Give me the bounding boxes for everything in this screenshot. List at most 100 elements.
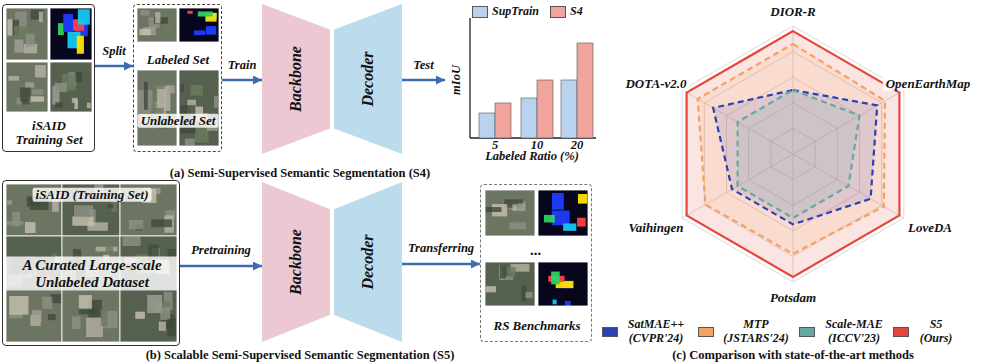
block-label: Backbone	[287, 46, 305, 112]
image-detail	[565, 301, 571, 306]
chart-bar	[537, 80, 553, 138]
image-detail	[100, 309, 107, 326]
image-frame	[179, 70, 219, 146]
legend-item: MTP (JSTARS'24)	[698, 318, 794, 346]
image-thumbnail	[120, 290, 177, 342]
image-detail	[54, 83, 67, 92]
arrow-label: Train	[228, 59, 257, 73]
block-fill	[334, 182, 402, 342]
image-detail	[194, 30, 205, 35]
legend-swatch	[602, 327, 618, 337]
image-detail	[141, 10, 150, 15]
image-detail	[155, 12, 160, 23]
image-detail	[485, 207, 501, 212]
image-ground	[137, 8, 177, 42]
image-detail	[578, 194, 587, 204]
image-detail	[32, 310, 42, 321]
block-fill	[262, 182, 330, 342]
image-detail	[181, 84, 184, 92]
flow-arrow	[402, 79, 445, 81]
image-frame	[485, 262, 535, 306]
radar-series	[738, 90, 860, 218]
tick-label: 10	[531, 139, 544, 153]
block-label: mIoU	[450, 65, 464, 95]
image-thumbnail	[6, 290, 62, 342]
image-detail	[187, 11, 192, 14]
image-detail	[214, 96, 218, 108]
image-frame	[6, 8, 48, 60]
image-ground	[538, 262, 588, 306]
chart-bar	[577, 43, 593, 138]
image-frame	[6, 62, 48, 112]
radar-grid	[682, 26, 904, 282]
axis-label: OpenEarthMap	[883, 77, 974, 91]
image-frame	[137, 70, 177, 146]
image-thumbnail	[6, 62, 48, 112]
box-label: iSAID Training Set	[5, 119, 93, 148]
image-detail	[77, 36, 84, 54]
image-detail	[144, 82, 148, 110]
image-detail	[129, 220, 143, 229]
block-label: Decoder	[359, 51, 377, 106]
image-ground	[50, 8, 92, 60]
image-detail	[512, 204, 517, 210]
image-detail	[191, 85, 203, 96]
image-detail	[79, 295, 92, 310]
image-detail	[139, 29, 151, 35]
image-thumbnail	[179, 70, 219, 146]
axis-label: LoveDA	[905, 221, 955, 235]
flow-arrow	[402, 263, 480, 265]
legend-label: S5 (Ours)	[913, 318, 959, 346]
chart-axis	[469, 18, 470, 138]
image-thumbnail	[137, 70, 177, 146]
arrow-label: Test	[413, 59, 433, 73]
arrow-label: Transferring	[408, 242, 474, 256]
image-ground	[538, 190, 588, 236]
decoder-block: Decoder	[334, 182, 402, 342]
image-detail	[185, 139, 195, 146]
image-detail	[28, 96, 44, 101]
image-detail	[78, 9, 90, 24]
legend-swatch	[893, 327, 909, 337]
legend-swatch	[550, 6, 566, 18]
image-ground	[6, 62, 48, 112]
image-detail	[74, 205, 93, 217]
panel-caption: (b) Scalable Semi-Supervised Semantic Se…	[146, 349, 455, 363]
decoder-block: Decoder	[334, 4, 402, 154]
image-detail	[577, 218, 586, 227]
image-detail	[107, 204, 113, 208]
image-detail	[151, 219, 172, 227]
image-ground	[179, 8, 219, 42]
image-thumbnail	[6, 8, 48, 60]
image-thumbnail	[485, 262, 535, 306]
image-detail	[563, 223, 576, 230]
image-detail	[89, 318, 101, 335]
image-detail	[86, 318, 103, 337]
chart-bar	[561, 80, 577, 138]
image-thumbnail	[62, 290, 120, 342]
image-detail	[79, 309, 97, 315]
image-detail	[25, 82, 34, 88]
arrow-label: Pretraining	[191, 244, 251, 258]
image-detail	[26, 34, 35, 47]
image-detail	[72, 316, 81, 329]
image-detail	[198, 11, 213, 16]
image-detail	[58, 23, 64, 35]
image-frame	[485, 190, 535, 236]
legend-item: S5 (Ours)	[893, 318, 959, 346]
arrow-label: Split	[102, 45, 126, 59]
legend-label: S4	[570, 5, 583, 19]
chart-bar	[495, 103, 511, 138]
image-detail	[87, 103, 91, 109]
block-label: Backbone	[287, 229, 305, 295]
legend-item: SupTrain	[472, 5, 539, 19]
image-detail	[72, 216, 93, 225]
flow-arrow	[95, 65, 133, 67]
image-detail	[500, 265, 506, 278]
image-thumbnail	[538, 190, 588, 236]
image-frame	[6, 290, 62, 342]
box-label: A Curated Large-scale Unlabeled Dataset	[5, 257, 179, 290]
image-detail	[30, 326, 38, 332]
block-fill	[262, 4, 330, 154]
